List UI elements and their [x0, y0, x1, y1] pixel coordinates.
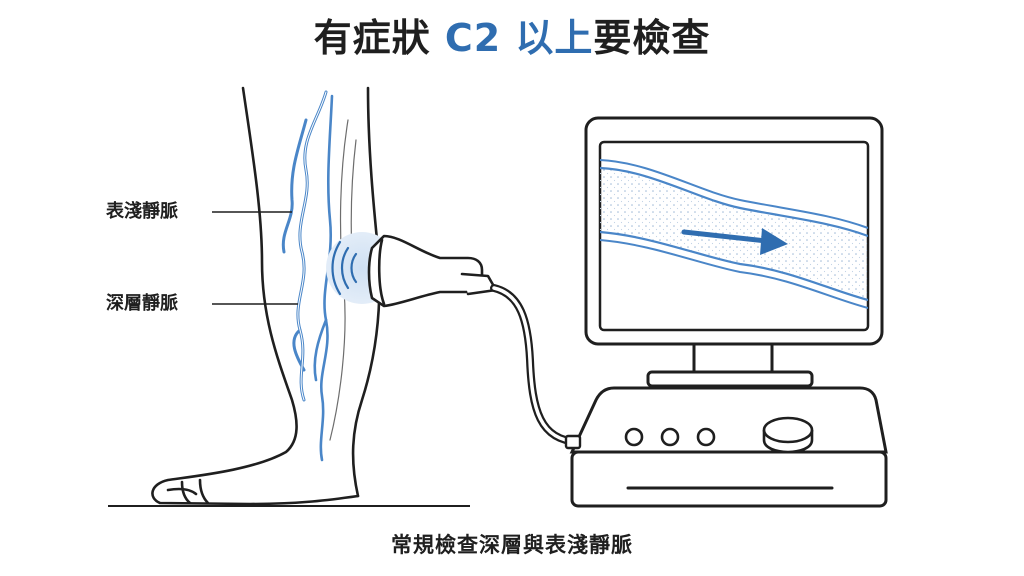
vessel-wall-top-outer: [600, 159, 868, 229]
monitor-neck: [692, 342, 774, 376]
leg-outline: [151, 86, 381, 506]
vessel-wall-bottom-outer: [600, 239, 868, 309]
superficial-veins-core: [297, 91, 327, 401]
monitor: [584, 116, 884, 346]
superficial-veins: [281, 90, 328, 402]
page-title: 有症狀 C2 以上要檢查: [0, 8, 1024, 68]
title-prefix: 有症狀: [313, 16, 445, 60]
vessel-wall-bottom: [600, 230, 868, 302]
vessel-fill: [600, 168, 868, 300]
console-knob: [762, 416, 814, 454]
vessel-wall-top: [600, 166, 868, 238]
probe-cable: [490, 284, 582, 446]
probe-cable-inner: [492, 286, 580, 444]
console-button-3: [696, 427, 716, 447]
cable-plug: [564, 434, 582, 450]
console-button-2: [660, 427, 680, 447]
deep-vein-label: 深層靜脈: [106, 293, 178, 314]
deep-veins: [313, 94, 334, 462]
console-button-1: [624, 427, 644, 447]
flow-arrow-head: [760, 228, 788, 255]
superficial-vein-label: 表淺靜脈: [106, 201, 178, 222]
ultrasound-probe: [367, 234, 498, 308]
title-suffix: 要檢查: [593, 16, 711, 60]
ultrasound-waves: [331, 240, 358, 296]
flow-arrow-shaft: [681, 229, 769, 244]
title-accent: C2 以上: [444, 16, 594, 60]
caption: 常規檢查深層與表淺靜脈: [391, 533, 633, 557]
monitor-foot: [646, 370, 814, 388]
